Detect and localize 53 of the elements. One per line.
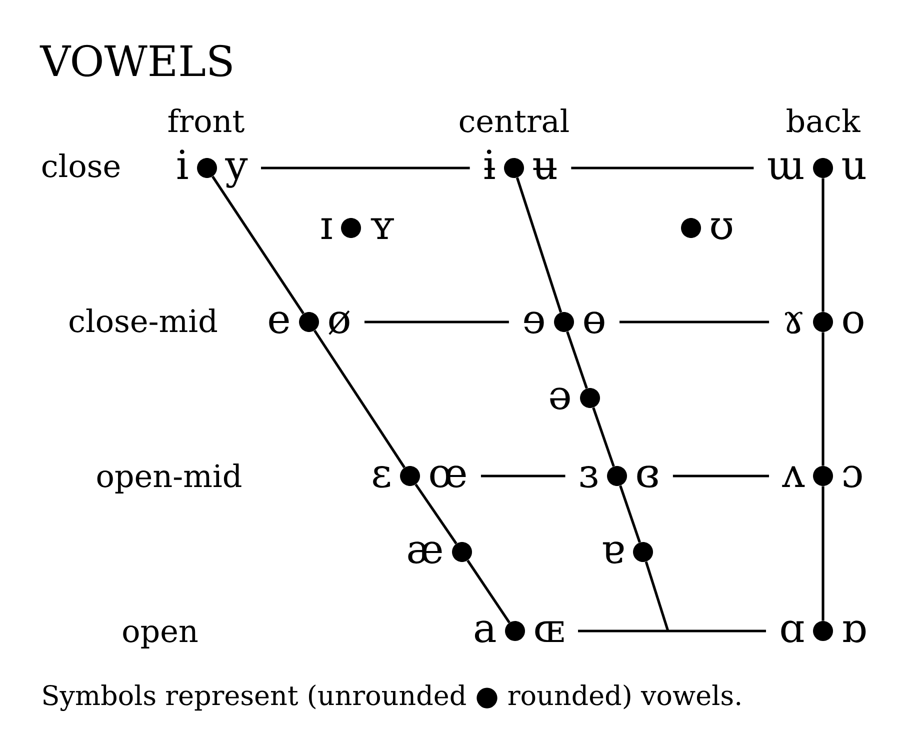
vowel-symbol: ɞ [637, 466, 658, 488]
vowel-symbol: u [842, 158, 866, 180]
vowel-symbol: ʌ [782, 466, 805, 487]
connecting-line [314, 330, 406, 468]
connecting-line [480, 474, 566, 478]
connecting-line [516, 177, 562, 313]
vowel-symbol: i [177, 150, 188, 179]
connecting-line [364, 320, 509, 324]
row-heading: open-mid [97, 463, 242, 494]
caption: Symbols represent (unrounded ● rounded) vowels. [43, 684, 740, 712]
vowel-symbol: ɐ [602, 542, 624, 564]
vowel-symbol: ɤ [785, 312, 802, 334]
vowel-symbol: œ [430, 466, 466, 488]
vowel-symbol: ʏ [370, 218, 394, 239]
connecting-line [620, 320, 770, 324]
connecting-line [414, 484, 458, 544]
vowel-symbol: ɵ [584, 312, 604, 334]
connecting-line [644, 561, 670, 632]
vowel-symbol: ʊ [711, 218, 732, 240]
connecting-line [672, 474, 770, 478]
connecting-line [822, 178, 824, 312]
row-heading: open [123, 625, 198, 648]
vowel-symbol: y [225, 158, 248, 188]
connecting-line [619, 485, 641, 543]
connecting-line [578, 630, 766, 632]
vowel-symbol: ə [550, 388, 570, 410]
vowel-symbol: ʉ [533, 158, 556, 180]
vowel-symbol: ɜ [580, 466, 598, 488]
vowel-symbol: æ [408, 542, 442, 564]
vowel-symbol: ɘ [524, 312, 544, 334]
vowel-symbol: ɪ [321, 218, 332, 239]
vowel-symbol: ɯ [768, 158, 804, 180]
vowel-symbol: ɒ [843, 620, 866, 643]
connecting-line [571, 166, 754, 170]
connecting-line [212, 176, 304, 314]
vowel-symbol: ɨ [484, 150, 495, 179]
connecting-line [261, 166, 470, 170]
connecting-line [592, 407, 615, 467]
connecting-line [566, 331, 588, 389]
connecting-line [822, 486, 824, 621]
title: VOWELS [40, 44, 232, 77]
row-heading: close [42, 153, 120, 178]
vowel-symbol: ɛ [373, 466, 390, 488]
connecting-line [822, 332, 824, 466]
vowel-symbol: ø [328, 310, 350, 335]
vowel-symbol: ɶ [535, 621, 564, 642]
vowel-symbol: o [843, 312, 864, 334]
row-heading: close-mid [70, 308, 218, 332]
connecting-line [466, 560, 510, 624]
vowel-symbol: ɑ [781, 620, 804, 643]
vowel-symbol: ɔ [843, 466, 862, 488]
vowel-symbol: e [269, 312, 289, 334]
vowel-symbol: a [474, 620, 496, 643]
